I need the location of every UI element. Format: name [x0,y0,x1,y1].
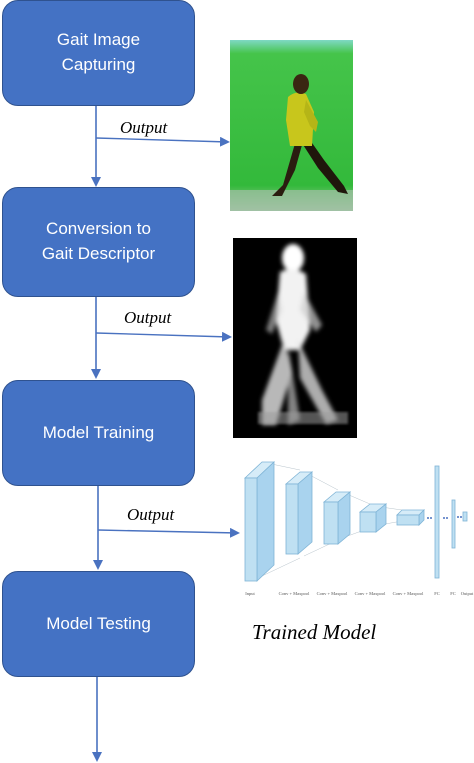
cnn-layer-label: Conv + Maxpool [355,591,387,596]
trained-model-caption: Trained Model [252,620,377,644]
step-box-model-testing: Model Testing [2,571,195,677]
cnn-architecture-image: Input Conv + Maxpool Conv + Maxpool Conv… [243,461,474,596]
cnn-layer-label: FC [450,591,456,596]
step-box-model-training: Model Training [2,380,195,486]
cnn-layer-label: Output [461,591,474,596]
output-arrow-1 [95,136,230,147]
cnn-input-layer [243,461,276,582]
cnn-layer-label: Conv + Maxpool [279,591,311,596]
cnn-layer-label: FC [434,591,440,596]
cnn-conv-layer-1 [284,471,314,555]
output-arrow-2 [95,331,232,342]
step-box-conversion-to-gait-descriptor: Conversion to Gait Descriptor [2,187,195,297]
cnn-layer-label: Conv + Maxpool [393,591,425,596]
cnn-layer-label: Conv + Maxpool [317,591,349,596]
output-label-2: Output [124,308,172,327]
cnn-conv-layer-3 [358,503,388,533]
cnn-layer-label: Input [245,591,255,596]
cnn-conv-layer-4 [396,509,425,526]
cnn-conv-layer-2 [322,491,352,545]
cnn-fc-layer-2 [451,499,456,549]
output-label-3: Output [127,505,175,524]
output-arrow-3 [97,527,240,538]
cnn-fc-layer-1 [434,465,440,579]
cnn-output-layer [462,511,468,522]
output-label-1: Output [120,118,168,137]
gait-descriptor-image [233,238,357,438]
step-box-gait-image-capturing: Gait Image Capturing [2,0,195,106]
captured-gait-image [230,40,353,211]
